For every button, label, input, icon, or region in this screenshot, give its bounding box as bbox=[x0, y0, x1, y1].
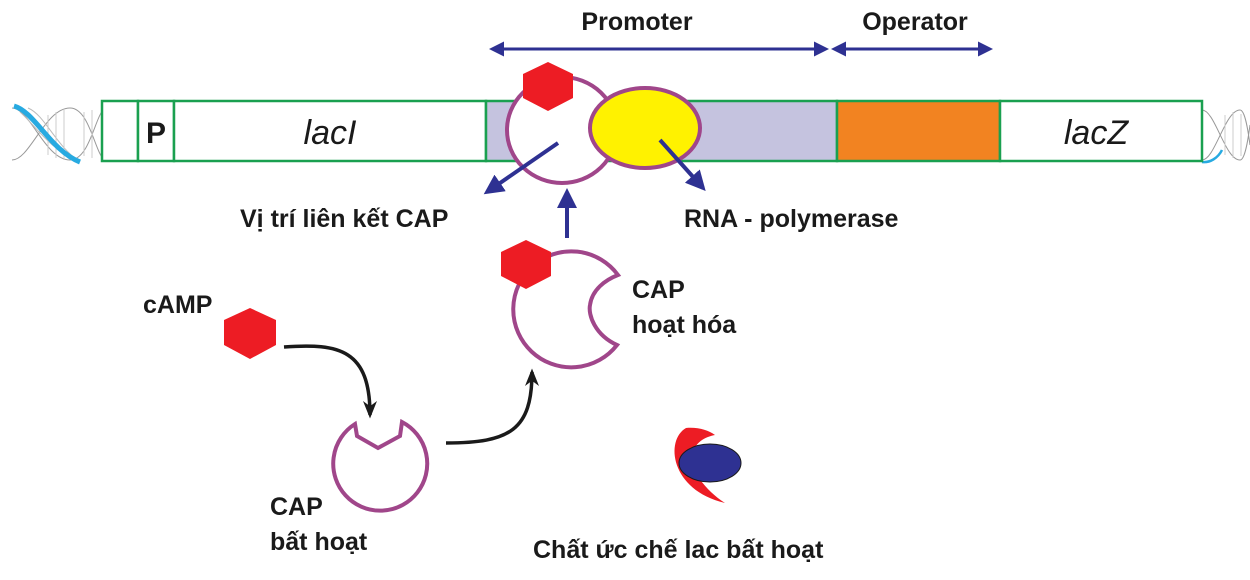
cap-site-pointer-arrow bbox=[483, 141, 560, 195]
free-camp: cAMP bbox=[143, 291, 377, 419]
inactive-cap: CAP bất hoạt bbox=[270, 368, 539, 556]
rna-polymerase-icon bbox=[588, 86, 702, 170]
inhibitor-blue-ellipse-icon bbox=[678, 443, 742, 483]
camp-to-cap-arrow bbox=[283, 344, 377, 419]
lacz-label: lacZ bbox=[1064, 114, 1129, 152]
active-camp-icon bbox=[501, 240, 551, 289]
inactive-to-active-arrow bbox=[445, 368, 539, 445]
bound-complex bbox=[483, 62, 706, 238]
active-cap: CAP hoạt hóa bbox=[501, 240, 737, 370]
segment-laci bbox=[172, 99, 488, 163]
dna-helix-left-icon bbox=[11, 103, 106, 165]
rna-pol-pointer-arrow bbox=[658, 138, 706, 191]
lac-inhibitor-label: Chất ức chế lac bất hoạt bbox=[533, 536, 824, 564]
dna-helix-right-icon bbox=[1201, 109, 1250, 164]
inactive-lac-inhibitor: Chất ức chế lac bất hoạt bbox=[533, 427, 824, 564]
segment-lacz bbox=[998, 99, 1204, 163]
cap-inactive-label-1: CAP bbox=[270, 493, 323, 521]
cap-active-label-2: hoạt hóa bbox=[632, 311, 737, 339]
rna-polymerase-label: RNA - polymerase bbox=[684, 205, 899, 233]
segment-p bbox=[136, 99, 176, 163]
inhibitor-red-crescent-icon bbox=[674, 427, 725, 503]
camp-icon bbox=[224, 308, 276, 359]
cap-active-label-1: CAP bbox=[632, 276, 685, 304]
segment-operator bbox=[835, 99, 1002, 163]
inactive-cap-icon bbox=[331, 418, 430, 513]
region-markers: Promoter Operator bbox=[489, 8, 993, 57]
laci-label: lacI bbox=[304, 114, 357, 152]
camp-label: cAMP bbox=[143, 291, 212, 319]
cap-inactive-label-2: bất hoạt bbox=[270, 528, 368, 556]
bound-camp-icon bbox=[523, 62, 573, 111]
p-label: P bbox=[146, 117, 166, 150]
cap-binding-site-label: Vị trí liên kết CAP bbox=[240, 205, 448, 233]
promoter-label: Promoter bbox=[581, 8, 692, 36]
segment-spacer bbox=[100, 99, 140, 163]
operator-label: Operator bbox=[862, 8, 968, 36]
